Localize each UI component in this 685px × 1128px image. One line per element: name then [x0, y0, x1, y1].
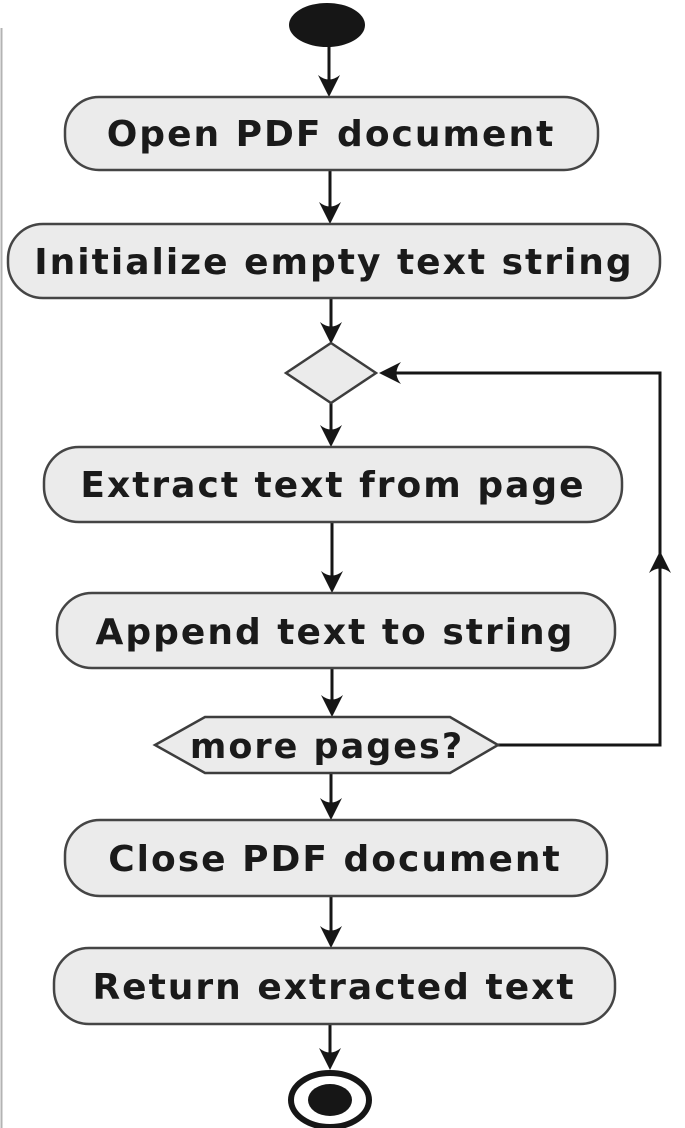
activity-extract-text: Extract text from page — [42, 445, 624, 524]
end-node — [288, 1070, 372, 1128]
arrow-down-icon — [320, 798, 342, 820]
activity-close-pdf: Close PDF document — [63, 818, 609, 898]
activity-return-text: Return extracted text — [52, 946, 617, 1026]
activity-return-text-label: Return extracted text — [92, 967, 575, 1008]
activity-extract-text-label: Extract text from page — [80, 465, 585, 506]
decision-more-pages-label: more pages? — [190, 727, 464, 767]
activity-open-pdf-label: Open PDF document — [107, 114, 556, 155]
activity-init-string: Initialize empty text string — [6, 222, 662, 300]
arrow-down-icon — [319, 202, 341, 224]
activity-open-pdf: Open PDF document — [63, 95, 600, 172]
activity-append-text: Append text to string — [55, 591, 617, 670]
arrow-down-icon — [321, 695, 343, 717]
activity-close-pdf-label: Close PDF document — [108, 839, 562, 880]
arrow-down-icon — [321, 571, 343, 593]
start-node — [289, 3, 365, 47]
arrow-down-icon — [318, 75, 340, 97]
merge-diamond — [283, 341, 379, 405]
arrow-down-icon — [319, 1048, 341, 1070]
decision-more-pages: more pages? — [152, 715, 501, 775]
edge-loopback — [384, 371, 662, 747]
arrow-down-icon — [320, 926, 342, 948]
activity-init-string-label: Initialize empty text string — [34, 242, 633, 283]
arrow-down-icon — [320, 425, 342, 447]
arrow-left-icon — [379, 362, 401, 384]
activity-append-text-label: Append text to string — [96, 612, 575, 653]
flow-edges — [318, 45, 671, 1070]
arrow-up-icon — [649, 551, 671, 573]
arrow-down-icon — [320, 322, 342, 344]
